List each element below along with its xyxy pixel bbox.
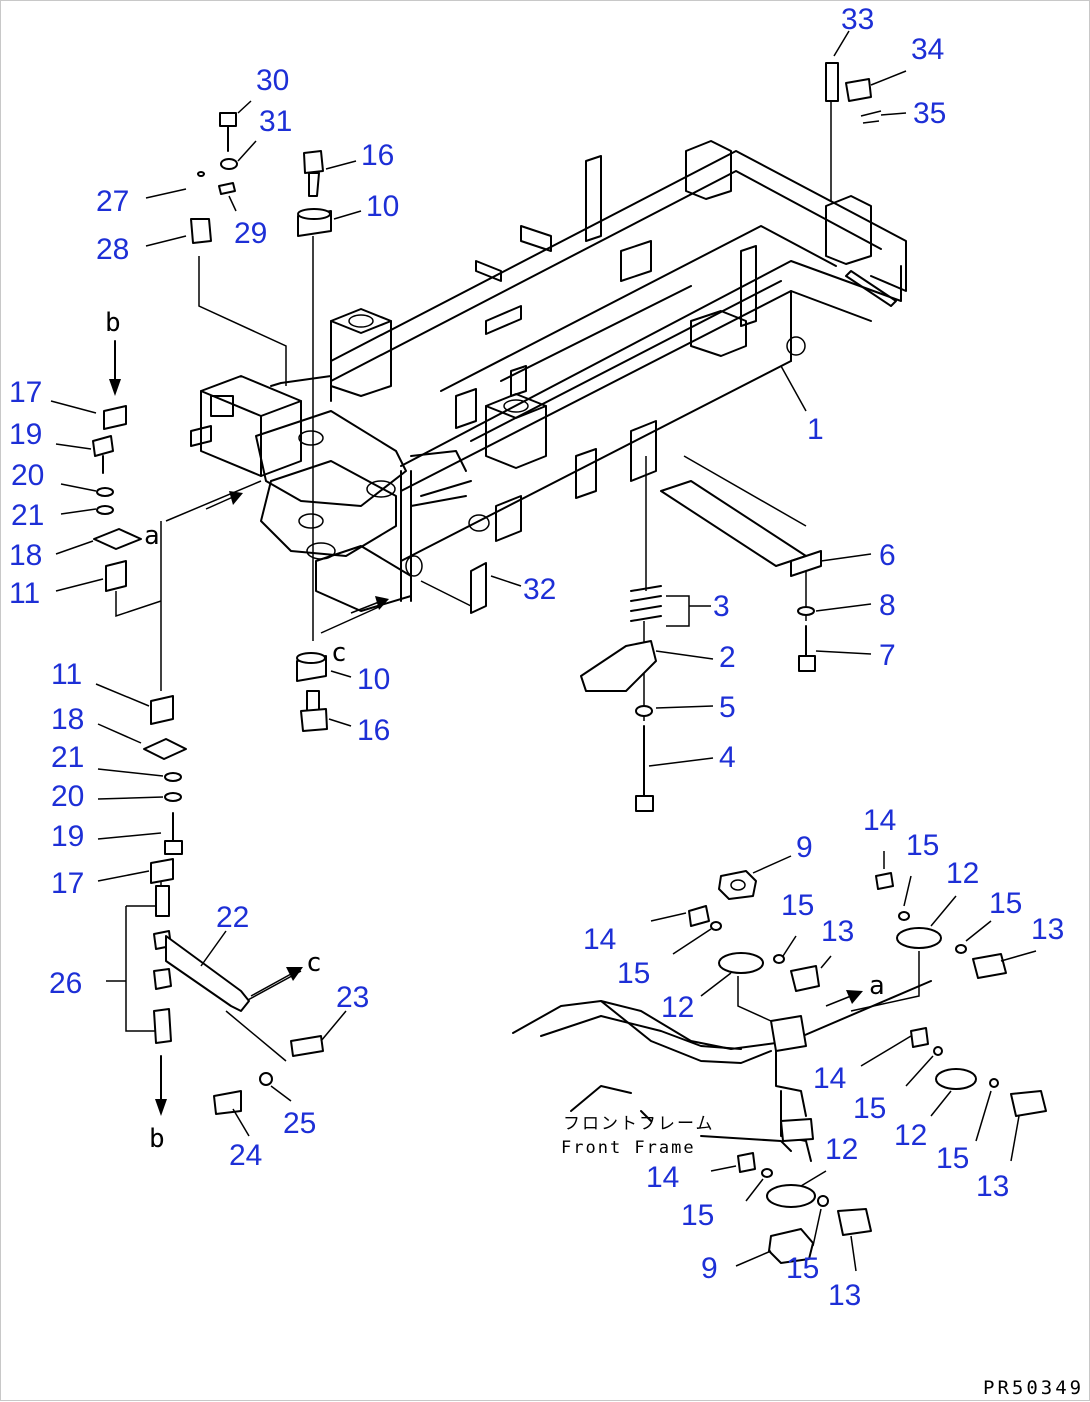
- callout-14-upper-left: 14: [583, 923, 616, 956]
- callout-3: 3: [713, 590, 730, 623]
- direction-arrows: [109, 340, 863, 1116]
- callout-19-bottom: 19: [51, 820, 84, 853]
- hardware-parts: [92, 62, 882, 1115]
- view-letter-b-top: b: [105, 308, 121, 338]
- main-frame-part-1: [190, 140, 907, 614]
- callout-12-top-right: 12: [946, 857, 979, 890]
- callout-16-bottom: 16: [357, 714, 390, 747]
- callout-13-upper-right: 13: [1031, 913, 1064, 946]
- callout-27: 27: [96, 185, 129, 218]
- callout-30: 30: [256, 64, 289, 97]
- callout-10-top: 10: [366, 190, 399, 223]
- callout-4: 4: [719, 741, 736, 774]
- callout-15-upper-mid: 15: [781, 889, 814, 922]
- callout-6: 6: [879, 539, 896, 572]
- callout-5: 5: [719, 691, 736, 724]
- callout-14-mid-right: 14: [813, 1062, 846, 1095]
- callout-15-upper-left: 15: [617, 957, 650, 990]
- callout-33: 33: [841, 3, 874, 36]
- callout-8: 8: [879, 589, 896, 622]
- front-frame-detail: [512, 851, 1047, 1272]
- callout-9-top: 9: [796, 831, 813, 864]
- drawing-reference-number: PR50349: [983, 1377, 1084, 1399]
- callout-18-top: 18: [9, 539, 42, 572]
- callout-15-mid-right: 15: [853, 1092, 886, 1125]
- callout-23: 23: [336, 981, 369, 1014]
- callout-17-top: 17: [9, 376, 42, 409]
- callout-15-bottom: 15: [786, 1252, 819, 1285]
- callout-10-bottom: 10: [357, 663, 390, 696]
- callout-13-bottom: 13: [828, 1279, 861, 1312]
- callout-17-bottom: 17: [51, 867, 84, 900]
- callout-26: 26: [49, 967, 82, 1000]
- callout-12-mid-right: 12: [894, 1119, 927, 1152]
- view-letters: b a c c b a: [105, 308, 885, 1154]
- callout-7: 7: [879, 639, 896, 672]
- callout-9-bottom: 9: [701, 1252, 718, 1285]
- callout-15-lower-left: 15: [681, 1199, 714, 1232]
- callout-15-lower-right: 15: [936, 1142, 969, 1175]
- callout-leaders: [50, 30, 907, 1137]
- callout-numbers: 33 34 35 30 31 16 10 27 29 28 17 19 20 2…: [9, 3, 1064, 1312]
- front-frame-label-ja: フロントフレーム: [563, 1114, 715, 1134]
- callout-34: 34: [911, 33, 944, 66]
- callout-22: 22: [216, 901, 249, 934]
- view-letter-c-left: c: [331, 638, 347, 668]
- view-letter-c-right: c: [306, 948, 322, 978]
- callout-28: 28: [96, 233, 129, 266]
- callout-16-top: 16: [361, 139, 394, 172]
- callout-29: 29: [234, 217, 267, 250]
- callout-12-upper-left: 12: [661, 991, 694, 1024]
- callout-1: 1: [807, 413, 824, 446]
- front-frame-label-en: Front Frame: [561, 1138, 696, 1158]
- callout-13-lower-right: 13: [976, 1170, 1009, 1203]
- callout-11-top: 11: [9, 577, 40, 610]
- callout-20-bottom: 20: [51, 780, 84, 813]
- exploded-leader-lines: [115, 96, 832, 1062]
- callout-13-upper-mid: 13: [821, 915, 854, 948]
- callout-35: 35: [913, 97, 946, 130]
- callout-24: 24: [229, 1139, 262, 1172]
- callout-2: 2: [719, 641, 736, 674]
- callout-32: 32: [523, 573, 556, 606]
- callout-20-top: 20: [11, 459, 44, 492]
- callout-21-top: 21: [11, 499, 44, 532]
- callout-14-lower-left: 14: [646, 1161, 679, 1194]
- view-letter-a-right: a: [869, 971, 885, 1001]
- callout-15-top-right: 15: [906, 829, 939, 862]
- view-letter-a-left: a: [144, 521, 160, 551]
- callout-15-upper-right: 15: [989, 887, 1022, 920]
- callout-25: 25: [283, 1107, 316, 1140]
- front-frame-label: フロントフレーム Front Frame: [561, 1114, 715, 1158]
- callout-21-bottom: 21: [51, 741, 84, 774]
- view-letter-b-bottom: b: [149, 1124, 165, 1154]
- callout-11-bottom: 11: [51, 658, 82, 691]
- callout-14-top-right: 14: [863, 804, 896, 837]
- callout-31: 31: [259, 105, 292, 138]
- callout-12-lower-mid: 12: [825, 1133, 858, 1166]
- callout-19-top: 19: [9, 418, 42, 451]
- callout-18-bottom: 18: [51, 703, 84, 736]
